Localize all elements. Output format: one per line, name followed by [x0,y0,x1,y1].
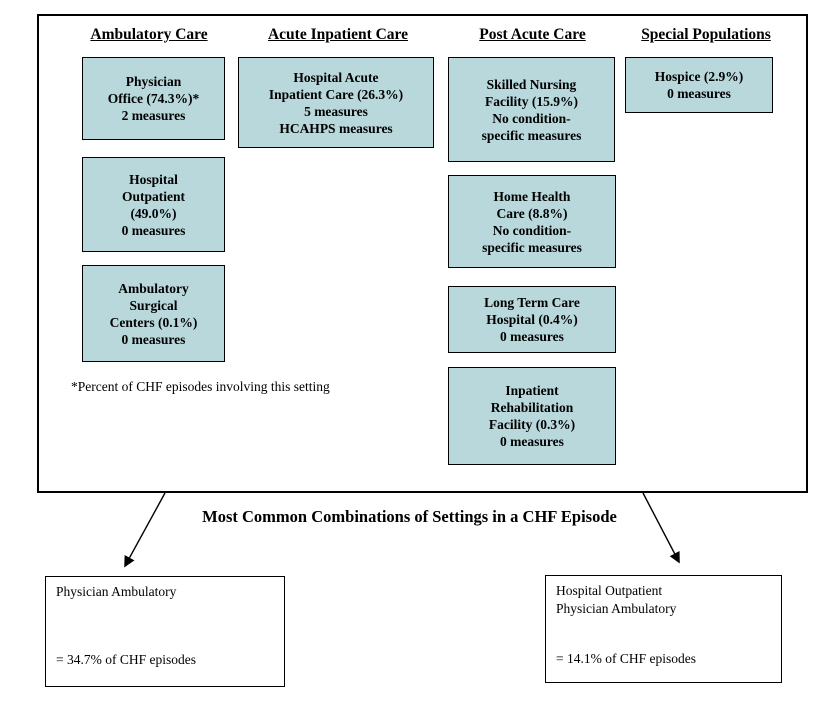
setting-box-hospital-acute-inpatient-care: Hospital Acute Inpatient Care (26.3%) 5 … [238,57,434,148]
setting-box-hospice: Hospice (2.9%) 0 measures [625,57,773,113]
column-header-ambulatory-care: Ambulatory Care [90,26,208,43]
setting-box-skilled-nursing-facility: Skilled Nursing Facility (15.9%) No cond… [448,57,615,162]
setting-box-inpatient-rehabilitation-facility: Inpatient Rehabilitation Facility (0.3%)… [448,367,616,465]
setting-box-hospital-outpatient: Hospital Outpatient (49.0%) 0 measures [82,157,225,252]
arrow-left [124,492,166,568]
combination-settings: Physician Ambulatory [56,584,177,599]
settings-panel: Ambulatory Care Acute Inpatient Care Pos… [37,14,808,493]
setting-box-long-term-care-hospital: Long Term Care Hospital (0.4%) 0 measure… [448,286,616,353]
combination-share: = 14.1% of CHF episodes [556,651,696,666]
setting-box-physician-office: Physician Office (74.3%)* 2 measures [82,57,225,140]
arrow-right [642,492,680,564]
combinations-title: Most Common Combinations of Settings in … [202,507,617,526]
column-header-post-acute-care: Post Acute Care [479,26,586,43]
footnote: *Percent of CHF episodes involving this … [71,379,330,394]
setting-box-home-health-care: Home Health Care (8.8%) No condition- sp… [448,175,616,268]
combination-box-physician-ambulatory: Physician Ambulatory = 34.7% of CHF epis… [45,576,285,687]
combination-settings: Hospital Outpatient Physician Ambulatory [556,583,677,616]
combination-share: = 34.7% of CHF episodes [56,652,196,667]
combination-box-hospital-outpatient-physician-ambulatory: Hospital Outpatient Physician Ambulatory… [545,575,782,683]
column-header-special-populations: Special Populations [641,26,771,43]
setting-box-ambulatory-surgical-centers: Ambulatory Surgical Centers (0.1%) 0 mea… [82,265,225,362]
column-header-acute-inpatient-care: Acute Inpatient Care [267,26,409,43]
